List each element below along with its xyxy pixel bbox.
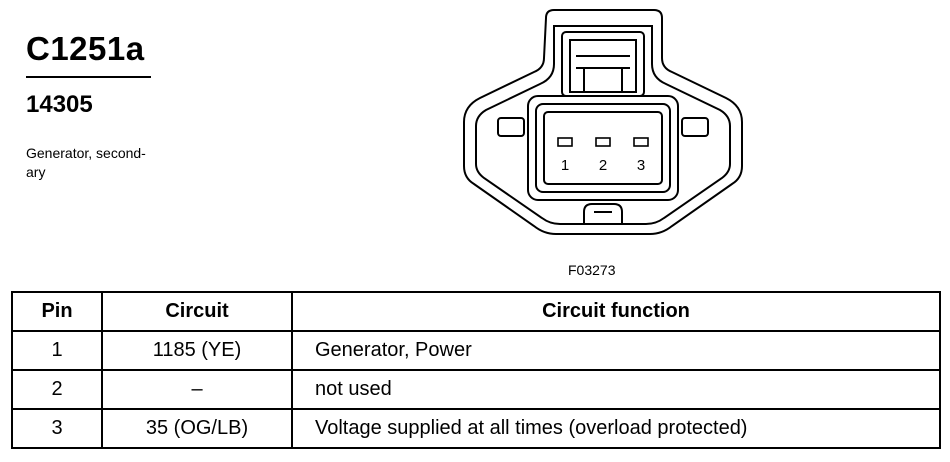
pin-label-1: 1 [561, 157, 569, 174]
title-underline [26, 76, 151, 78]
pin-cell: 3 [11, 408, 103, 449]
terminal-1 [557, 137, 573, 147]
pin-cell: 2 [11, 369, 103, 410]
bottom-key [583, 203, 623, 224]
pin-label-2: 2 [599, 157, 607, 174]
function-cell: Generator, Power [291, 330, 941, 371]
cavity-inner [543, 111, 663, 185]
latch-outer [561, 31, 645, 97]
terminal-3 [633, 137, 649, 147]
cavity-outer [527, 95, 679, 201]
connector-description: Generator, second- ary [26, 144, 196, 182]
pin-label-3: 3 [637, 157, 645, 174]
right-lug [681, 117, 709, 137]
connector-id: C1251a [26, 30, 145, 67]
function-cell: not used [291, 369, 941, 410]
pinout-table: Pin Circuit Circuit function 1 1185 (YE)… [11, 291, 941, 449]
table-row: 2 – not used [11, 369, 941, 410]
description-line-1: Generator, second- [26, 145, 146, 161]
connector-face-diagram: 1 2 3 [463, 9, 743, 235]
housing-inner-outline [475, 25, 731, 225]
left-lug [497, 117, 525, 137]
figure-code: F03273 [568, 262, 616, 278]
latch-inner [569, 39, 637, 93]
table-row: 1 1185 (YE) Generator, Power [11, 330, 941, 371]
part-number: 14305 [26, 91, 93, 118]
table-header-row: Pin Circuit Circuit function [11, 291, 941, 332]
circuit-cell: – [101, 369, 293, 410]
header-circuit-function: Circuit function [291, 291, 941, 332]
cavity-middle [535, 103, 671, 193]
circuit-cell: 35 (OG/LB) [101, 408, 293, 449]
table-row: 3 35 (OG/LB) Voltage supplied at all tim… [11, 408, 941, 449]
description-line-2: ary [26, 164, 46, 180]
circuit-cell: 1185 (YE) [101, 330, 293, 371]
housing-outline [463, 9, 743, 235]
header-pin: Pin [11, 291, 103, 332]
header-circuit: Circuit [101, 291, 293, 332]
terminal-2 [595, 137, 611, 147]
pin-cell: 1 [11, 330, 103, 371]
function-cell: Voltage supplied at all times (overload … [291, 408, 941, 449]
